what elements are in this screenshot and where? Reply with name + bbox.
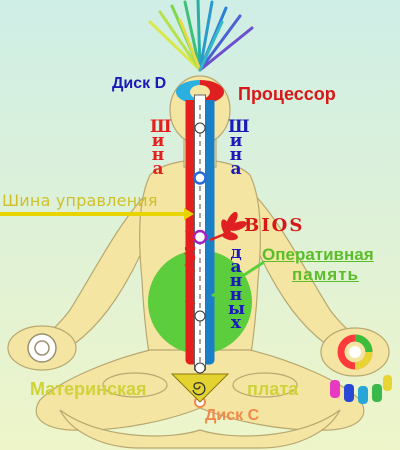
bios-label: BIOS bbox=[244, 215, 305, 236]
vertical-letter: ы bbox=[228, 299, 246, 319]
finger-tips bbox=[330, 375, 392, 404]
vertical-letter: Ш bbox=[150, 117, 172, 137]
control-bus-label: Шина управления bbox=[2, 191, 158, 210]
spiral-icon bbox=[170, 373, 230, 403]
disk-c-label: Диск С bbox=[205, 407, 260, 424]
vertical-letter: а bbox=[152, 159, 164, 179]
ram-label-line2: память bbox=[292, 265, 359, 284]
vertical-letter: д bbox=[184, 233, 196, 253]
vertical-letter: и bbox=[151, 131, 165, 151]
motherboard-label-left: Материнская bbox=[30, 379, 147, 399]
motherboard-label-right: плата bbox=[247, 379, 299, 399]
vertical-letter: х bbox=[230, 313, 242, 333]
vertical-letter: д bbox=[230, 243, 242, 263]
control-bus-arrowhead bbox=[184, 208, 194, 220]
vertical-letter: е bbox=[184, 261, 196, 281]
vertical-letter: Ш bbox=[228, 117, 250, 137]
vertical-letter: а bbox=[230, 257, 242, 277]
vertical-letter: н bbox=[151, 145, 165, 165]
vertical-letter: н bbox=[229, 145, 243, 165]
vertical-letter: а bbox=[184, 219, 196, 239]
vertical-letter: с bbox=[184, 275, 196, 295]
ram-label-line1: Оперативная bbox=[262, 245, 374, 264]
vertical-letter: н bbox=[229, 271, 243, 291]
bios-flower-icon bbox=[209, 211, 247, 242]
right-palm-rainbow-ring-icon bbox=[337, 334, 373, 370]
crown-rays-icon bbox=[148, 0, 254, 72]
vertical-letter: а bbox=[184, 289, 196, 309]
vertical-letter: а bbox=[230, 159, 242, 179]
vertical-letter: н bbox=[229, 285, 243, 305]
disk-d-label: Диск D bbox=[112, 75, 167, 92]
ram-pointer-line bbox=[211, 260, 265, 298]
vertical-letter: р bbox=[184, 247, 196, 267]
processor-label: Процессор bbox=[238, 84, 336, 104]
vertical-letter: и bbox=[229, 131, 243, 151]
left-palm-circle-icon bbox=[27, 333, 57, 363]
